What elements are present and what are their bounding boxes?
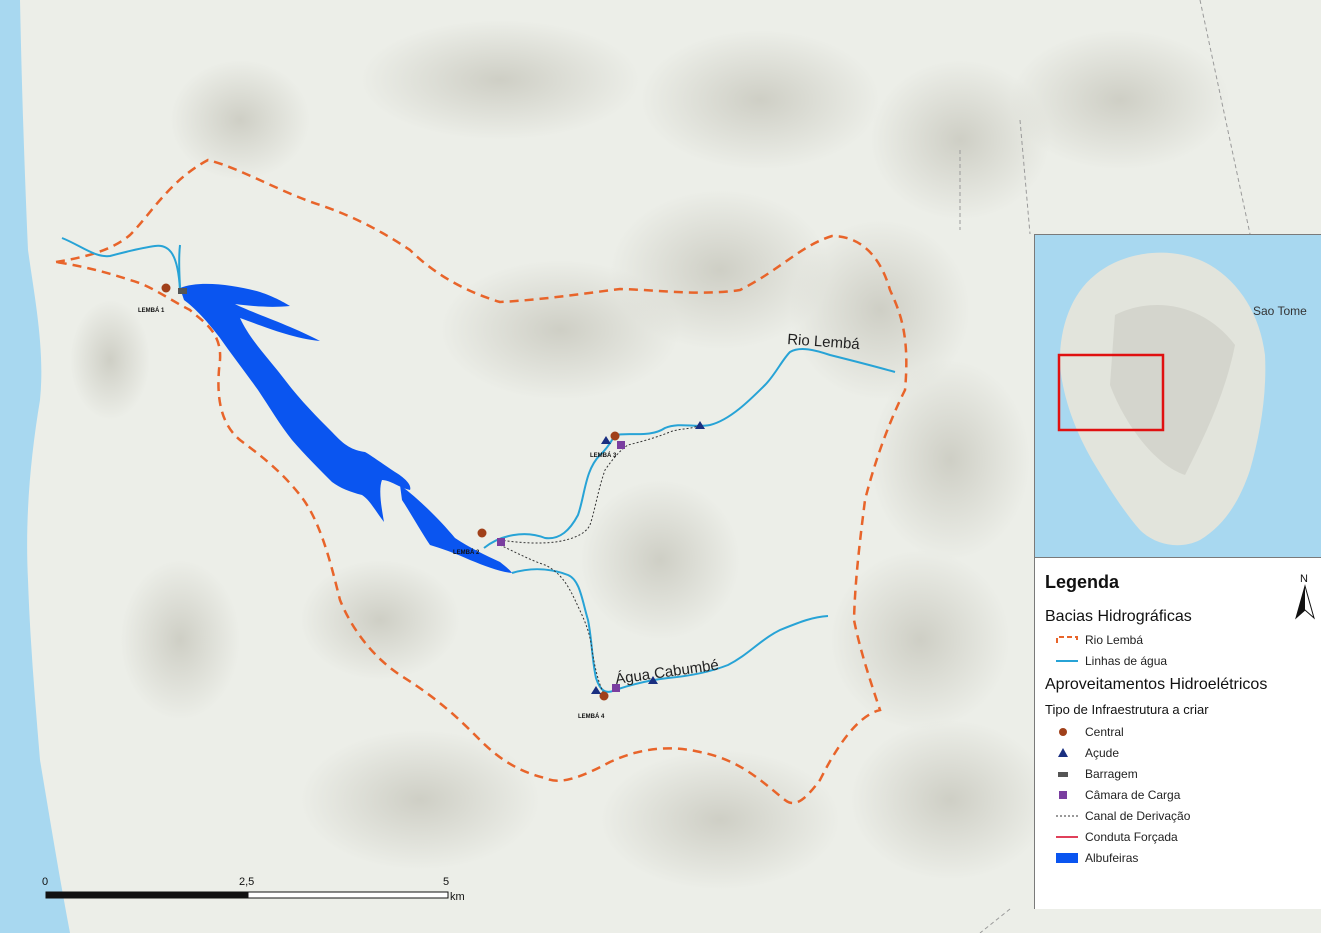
legend-item-conduta: Conduta Forçada: [1056, 830, 1178, 844]
reservoir: [180, 283, 411, 522]
label-lemba-3: LEMBÁ 3: [590, 452, 617, 459]
legend-item-rio-lemba: Rio Lembá: [1055, 632, 1143, 648]
scale-segment-black: [45, 891, 249, 899]
acude-agua-cabumbe: [648, 676, 658, 684]
centrals: [161, 283, 620, 701]
legend-title: Legenda: [1045, 572, 1120, 592]
legend-item-acude: Açude: [1055, 745, 1119, 761]
north-letter: N: [1300, 573, 1308, 585]
legend-item-camara: Câmara de Carga: [1055, 787, 1180, 803]
camara-lemba-4: [612, 684, 620, 692]
scale-tick-5: 5: [443, 876, 449, 888]
legend-item-central: Central: [1055, 724, 1124, 740]
camara-lemba-3: [617, 441, 625, 449]
central-lemba-3: [610, 431, 620, 441]
inset-extent-frame: [1057, 353, 1165, 432]
legend-item-canal: Canal de Derivação: [1056, 809, 1191, 823]
basin-boundary-rio-lemba: [55, 158, 908, 805]
acudes: [591, 421, 705, 694]
label-lemba-4: LEMBÁ 4: [578, 713, 605, 720]
legend-subtitle: Tipo de Infraestrutura a criar: [1045, 702, 1209, 717]
acude-lemba-3: [601, 436, 611, 444]
legend-section-bacias: Bacias Hidrográficas: [1045, 608, 1192, 625]
label-lemba-2: LEMBÁ 2: [453, 549, 480, 556]
label-rio-lemba: Rio Lembá: [787, 331, 861, 353]
scale-unit: km: [450, 891, 465, 903]
inset-relief: [1110, 305, 1235, 475]
scale-tick-2-5: 2,5: [239, 876, 254, 888]
legend-section-aproveitamentos: Aproveitamentos Hidroelétricos: [1045, 676, 1268, 693]
legend-item-albufeiras: Albufeiras: [1055, 850, 1138, 866]
acude-rio-lemba: [695, 421, 705, 429]
camara-lemba-2: [497, 538, 505, 546]
legend-panel: Legenda Bacias Hidrográficas Rio Lembá L…: [1034, 557, 1321, 909]
barragem-lemba-1: [178, 288, 187, 294]
inset-map: Sao Tome: [1034, 234, 1321, 557]
scale-segment-white: [247, 891, 449, 899]
scale-tick-0: 0: [42, 876, 48, 888]
land-area: [20, 0, 1321, 933]
acude-lemba-4: [591, 686, 601, 694]
legend-item-barragem: Barragem: [1055, 766, 1138, 782]
canal-derivacao: [499, 424, 701, 695]
inset-svg: Sao Tome: [1057, 252, 1307, 546]
central-lemba-2: [477, 528, 487, 538]
north-arrow: N: [1295, 573, 1315, 620]
terrain-relief: [70, 20, 1230, 890]
central-lemba-4: [599, 691, 609, 701]
label-lemba-1: LEMBÁ 1: [138, 307, 165, 314]
scale-bar: 0 2,5 5 km: [42, 876, 465, 903]
reservoir-lower: [400, 485, 512, 573]
central-lemba-1: [161, 283, 171, 293]
district-boundary: [959, 0, 1251, 933]
inset-label-sao-tome: Sao Tome: [1253, 304, 1307, 318]
legend-item-linhas-agua: Linhas de água: [1056, 654, 1168, 668]
